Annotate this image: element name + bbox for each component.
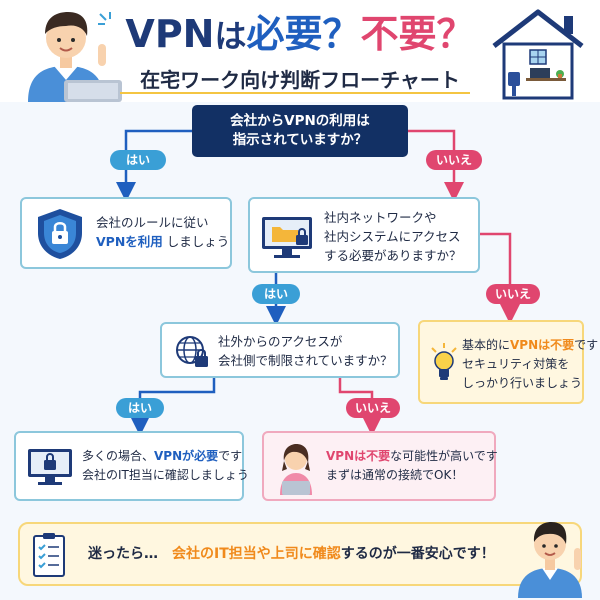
footer-pre: 迷ったら… xyxy=(88,546,172,562)
result-maybe-highlight: VPNは不要 xyxy=(326,449,391,463)
question-external-line1: 社外からのアクセスが xyxy=(218,334,343,349)
result-basic-line3: しっかり行いましょう xyxy=(462,376,583,390)
title-ha: は xyxy=(214,17,247,55)
sparkle-icon xyxy=(98,12,111,25)
footer-post: するのが一番安心です！ xyxy=(340,546,495,562)
result-basic-pre: 基本的に xyxy=(462,338,511,352)
footer-text: 迷ったら… 会社のIT担当や上司に確認するのが一番安心です！ xyxy=(88,543,495,563)
result-company-rule-highlight: VPNを利用 xyxy=(96,234,163,249)
question-external-access: 社外からのアクセスが 会社側で制限されていますか？ xyxy=(160,322,400,378)
result-required-text: 多くの場合、VPNが必要です 会社のIT担当に確認しましょう xyxy=(82,447,249,485)
start-question-line1: 会社からVPNの利用は xyxy=(230,113,370,129)
result-maybe-line2: まずは通常の接続でOK！ xyxy=(326,468,464,482)
result-maybe-text: VPNは不要な可能性が高いです まずは通常の接続でOK！ xyxy=(326,447,498,485)
label-no-1: いいえ xyxy=(426,150,482,170)
label-yes-2: はい xyxy=(252,284,300,304)
result-company-rule-line1: 会社のルールに従い xyxy=(96,215,209,230)
lightbulb-icon xyxy=(431,343,457,380)
result-basically-not-needed: 基本的にVPNは不要です セキュリティ対策を しっかり行いましょう xyxy=(418,320,598,404)
home-office-illustration xyxy=(492,9,584,100)
page-title: VPNは必要？不要？ xyxy=(120,12,480,58)
person-with-laptop-illustration xyxy=(28,12,122,102)
result-vpn-required: 多くの場合、VPNが必要です 会社のIT担当に確認しましょう xyxy=(14,431,249,501)
result-basic-highlight: VPNは不要 xyxy=(510,338,575,352)
label-yes-1: はい xyxy=(110,150,166,170)
result-basic-text: 基本的にVPNは不要です セキュリティ対策を しっかり行いましょう xyxy=(462,336,598,393)
question-internal-line1: 社内ネットワークや xyxy=(324,210,437,225)
footer-advice: 迷ったら… 会社のIT担当や上司に確認するのが一番安心です！ xyxy=(18,522,582,586)
question-external-text: 社外からのアクセスが 会社側で制限されていますか？ xyxy=(218,332,393,370)
title-vpn: VPN xyxy=(125,12,215,56)
result-basic-line1: 基本的にVPNは不要です xyxy=(462,336,598,355)
result-required-post: です xyxy=(218,449,243,463)
question-internal-line3: する必要がありますか？ xyxy=(324,248,462,263)
result-required-line2: 会社のIT担当に確認しましょう xyxy=(82,468,249,482)
question-external-line2: 会社側で制限されていますか？ xyxy=(218,353,393,368)
folder-lock-monitor-icon xyxy=(262,217,312,258)
result-required-highlight: VPNが必要 xyxy=(154,449,219,463)
result-maybe-line1: VPNは不要な可能性が高いです xyxy=(326,447,498,466)
result-company-rule-rest: しましょう xyxy=(166,234,230,249)
start-question: 会社からVPNの利用は 指示されていますか？ xyxy=(192,105,408,157)
title-noneed: 不要 xyxy=(360,12,437,56)
start-question-line2: 指示されていますか？ xyxy=(232,132,368,148)
label-no-2: いいえ xyxy=(486,284,540,304)
result-probably-not-needed: VPNは不要な可能性が高いです まずは通常の接続でOK！ xyxy=(262,431,498,501)
question-internal-network: 社内ネットワークや 社内システムにアクセス する必要がありますか？ xyxy=(248,197,480,273)
page-subtitle: 在宅ワーク向け判断フローチャート xyxy=(140,68,460,92)
header: VPNは必要？不要？ 在宅ワーク向け判断フローチャート xyxy=(0,0,600,102)
title-need: 必要 xyxy=(246,12,323,56)
result-company-rule-line2: VPNを利用 しましょう xyxy=(96,232,229,251)
woman-with-laptop-icon xyxy=(280,444,312,495)
result-maybe-post: な可能性が高いです xyxy=(390,449,498,463)
subtitle-underline xyxy=(120,92,470,94)
result-company-rule-text: 会社のルールに従い VPNを利用 しましょう xyxy=(96,213,229,251)
result-company-rule: 会社のルールに従い VPNを利用 しましょう xyxy=(20,197,232,269)
result-required-pre: 多くの場合、 xyxy=(82,449,155,463)
title-question-mark-1: ？ xyxy=(322,12,361,56)
title-question-mark-2: ？ xyxy=(436,12,475,56)
title-block: VPNは必要？不要？ 在宅ワーク向け判断フローチャート xyxy=(120,12,480,93)
label-no-3: いいえ xyxy=(346,398,400,418)
question-internal-line2: 社内システムにアクセス xyxy=(324,229,461,244)
result-basic-line2: セキュリティ対策を xyxy=(462,357,570,371)
monitor-lock-icon xyxy=(28,449,72,485)
result-required-line1: 多くの場合、VPNが必要です xyxy=(82,447,249,466)
shield-lock-icon xyxy=(38,209,82,259)
globe-lock-icon xyxy=(176,336,208,367)
question-internal-text: 社内ネットワークや 社内システムにアクセス する必要がありますか？ xyxy=(324,208,462,265)
label-yes-3: はい xyxy=(116,398,164,418)
result-basic-post: です xyxy=(574,338,599,352)
man-pointing-illustration xyxy=(518,522,582,598)
checklist-icon xyxy=(33,533,65,577)
footer-highlight: 会社のIT担当や上司に確認 xyxy=(172,546,341,562)
